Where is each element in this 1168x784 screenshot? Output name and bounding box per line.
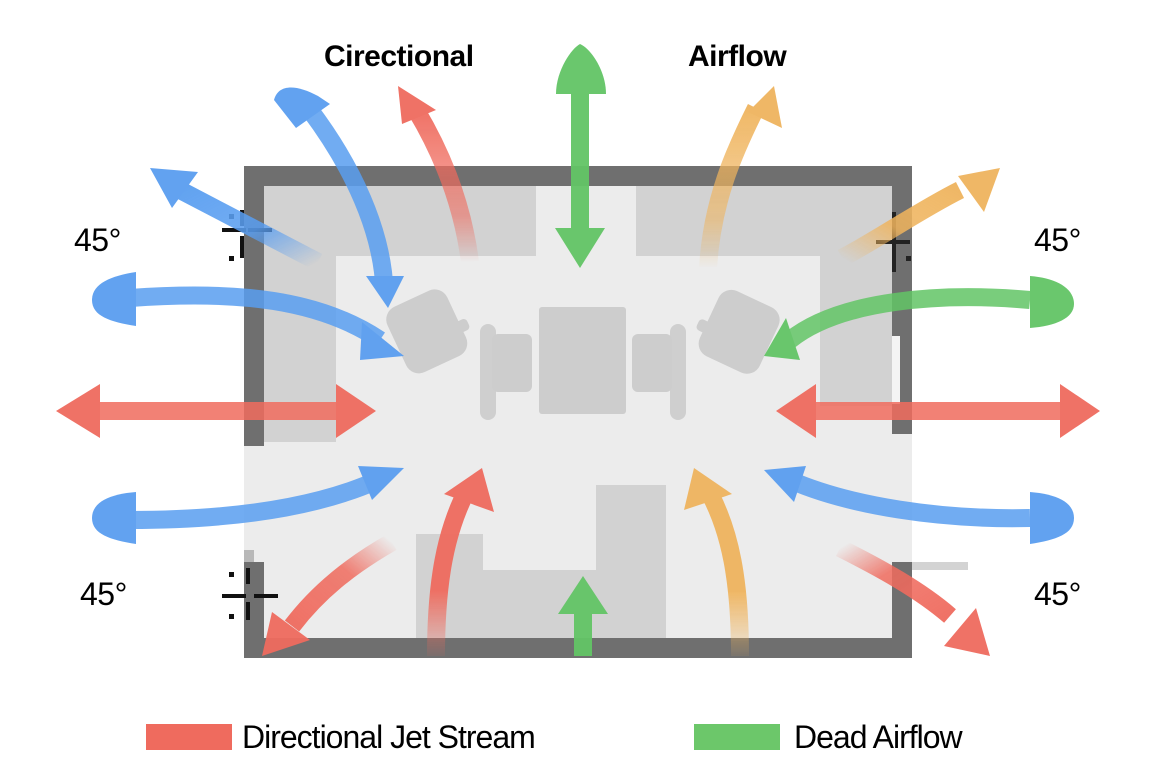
arrow-blue-top-left-diag	[150, 168, 323, 270]
arrow-red-top	[398, 86, 479, 264]
arrow-green-right-upper	[764, 276, 1074, 360]
cabinet-right	[820, 256, 892, 406]
corner-marker-bottom-left	[222, 568, 278, 620]
side-chair-right-back	[670, 324, 686, 420]
arrow-orange-top	[699, 86, 782, 269]
side-chair-left	[492, 334, 532, 392]
door-stub-right	[912, 562, 968, 570]
legend-swatch-dead-airflow	[694, 724, 780, 750]
angle-label-top-right: 45°	[1034, 222, 1081, 258]
arrow-orange-top-right-diag	[837, 168, 1000, 266]
arrow-blue-left-upper	[92, 272, 404, 360]
door-stub-left	[244, 550, 254, 562]
arrow-green-bottom	[558, 516, 608, 656]
legend-swatch-directional-jet-stream	[146, 724, 232, 750]
wall-left-lower	[244, 562, 264, 658]
l-shaped-desk	[416, 534, 596, 638]
angle-label-bottom-right: 45°	[1034, 576, 1081, 612]
corner-marker-top-right	[876, 212, 911, 272]
cabinet-top-left	[264, 186, 536, 256]
arrow-blue-top-curve	[274, 87, 404, 308]
arrow-blue-right-lower	[764, 466, 1074, 544]
title-left: Cirectional	[324, 40, 474, 73]
window-right	[892, 336, 900, 404]
side-chair-right	[632, 334, 672, 392]
angle-label-bottom-left: 45°	[80, 576, 127, 612]
arrow-red-bottom-left-diag	[262, 534, 397, 656]
table	[539, 307, 626, 414]
armchair-right	[696, 289, 780, 374]
tall-cabinet-bottom	[596, 485, 666, 638]
legend-label-directional-jet-stream: Directional Jet Stream	[242, 719, 536, 755]
arrow-orange-bottom	[684, 468, 749, 657]
arrow-red-bottom	[427, 468, 494, 657]
armchair-left	[386, 289, 470, 374]
arrow-green-top	[555, 44, 606, 268]
arrow-red-left-middle	[56, 384, 376, 438]
title-right: Airflow	[688, 40, 787, 73]
arrow-red-bottom-right-diag	[835, 539, 990, 656]
arrows	[56, 44, 1100, 657]
arrow-red-right-middle	[776, 384, 1100, 438]
legend-label-dead-airflow: Dead Airflow	[794, 719, 963, 755]
angle-label-top-left: 45°	[74, 222, 121, 258]
arrow-blue-left-lower	[92, 466, 404, 544]
